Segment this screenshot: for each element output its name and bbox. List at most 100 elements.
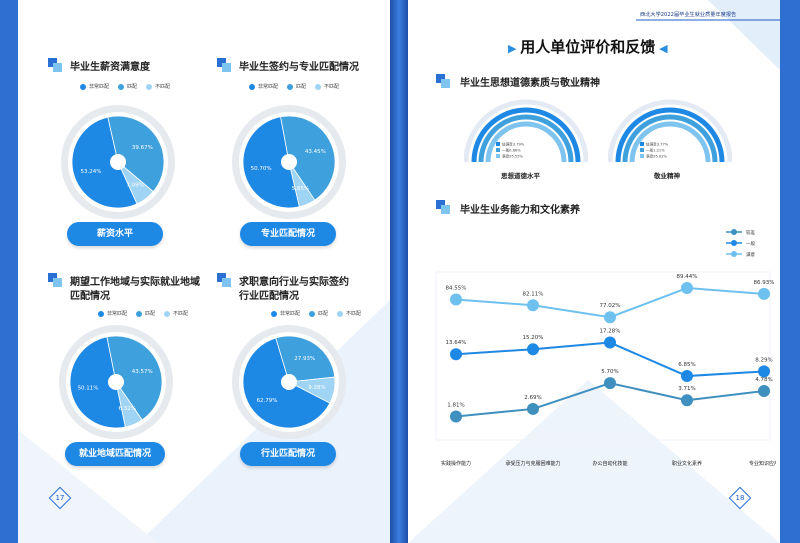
chart-title-salary: 毕业生薪资满意度 bbox=[70, 62, 150, 73]
data-label: 2.69% bbox=[524, 395, 541, 401]
data-point bbox=[758, 287, 770, 300]
gauge-arc bbox=[478, 114, 574, 163]
line-chart-ability: 84.55%82.11%77.02%89.44%86.93%13.64%15.2… bbox=[435, 229, 776, 467]
plot-frame bbox=[435, 271, 771, 441]
pie-slice bbox=[115, 381, 143, 428]
x-tick-label: 办公自动化技能 bbox=[592, 460, 627, 467]
legend-label: 一般 bbox=[746, 240, 755, 247]
pie-chart-salary: 53.24%39.67%7.09% bbox=[58, 102, 178, 222]
chart-title-signing: 毕业生签约与专业匹配情况 bbox=[239, 62, 359, 73]
pie-slice-label: 62.79% bbox=[257, 398, 278, 404]
data-point bbox=[758, 385, 770, 398]
major-match-button[interactable]: 专业匹配情况 bbox=[240, 222, 336, 246]
gauge-arc bbox=[629, 121, 711, 163]
legend-label: 匹配 bbox=[145, 311, 156, 317]
section-icon bbox=[217, 273, 231, 287]
data-label: 6.85% bbox=[678, 362, 695, 368]
data-point bbox=[450, 348, 462, 361]
pie-slice bbox=[287, 376, 336, 404]
left-page: 毕业生薪资满意度 非常匹配 匹配 不匹配 53.24%39.67%7.09% 薪… bbox=[18, 0, 390, 543]
data-label: 84.55% bbox=[446, 286, 467, 292]
pie-slice bbox=[69, 336, 126, 429]
legend-label: 不匹配 bbox=[155, 84, 171, 90]
section-icon bbox=[217, 58, 231, 72]
pie-slice-label: 5.85% bbox=[292, 186, 309, 192]
pie-slice bbox=[71, 116, 138, 209]
data-point bbox=[604, 336, 616, 349]
chart-title-region-1: 期望工作地域与实际就业地域 bbox=[70, 277, 200, 288]
gauge-background-arc bbox=[464, 99, 588, 163]
legend-label: 非常匹配 bbox=[258, 84, 279, 90]
data-label: 82.11% bbox=[523, 291, 544, 297]
legend-label: 匹配 bbox=[296, 84, 307, 90]
industry-match-button[interactable]: 行业匹配情况 bbox=[240, 442, 336, 466]
data-label: 86.93% bbox=[754, 280, 775, 286]
data-label: 1.81% bbox=[447, 402, 464, 408]
data-point bbox=[681, 370, 693, 383]
data-point bbox=[758, 365, 770, 378]
page-number-left: 17 bbox=[50, 488, 70, 508]
report-header: 西北大学2022届毕业生就业质量年度报告 bbox=[640, 12, 737, 18]
legend-signing: 非常匹配 匹配 不匹配 bbox=[249, 83, 339, 90]
page-number-right: 18 bbox=[730, 488, 750, 508]
pie-slice-label: 9.28% bbox=[308, 385, 325, 391]
legend-marker bbox=[731, 251, 737, 257]
section-icon bbox=[436, 74, 450, 88]
section-icon bbox=[48, 273, 62, 287]
pie-slice-label: 43.57% bbox=[132, 369, 153, 375]
x-tick-label: 职业文化素养 bbox=[672, 460, 702, 467]
gauge-legend-text: 一般0.66% bbox=[502, 148, 521, 153]
gauge-legend-swatch bbox=[640, 154, 644, 158]
pie-chart-signing: 50.70% 43.45% 5.85% bbox=[229, 102, 349, 222]
data-point bbox=[681, 394, 693, 407]
gauge-arc bbox=[471, 107, 581, 163]
pie-slice-label: 50.70% bbox=[251, 166, 272, 172]
data-label: 77.02% bbox=[600, 303, 621, 309]
gauge-chart-moral: 较满意3.79%一般0.66%满意95.55% bbox=[464, 99, 588, 163]
gauge-legend-text: 满意95.55% bbox=[502, 154, 523, 159]
pie-slice-label: 43.45% bbox=[305, 149, 326, 155]
legend-label: 非常匹配 bbox=[280, 311, 301, 317]
data-point bbox=[527, 402, 539, 415]
x-tick-label: 专业知识应用 bbox=[749, 460, 776, 467]
data-point bbox=[527, 299, 539, 312]
gauge-arc bbox=[485, 121, 567, 163]
salary-level-button[interactable]: 薪资水平 bbox=[67, 222, 163, 246]
gauge-legend-text: 满意95.02% bbox=[646, 154, 667, 159]
legend-label: 不匹配 bbox=[324, 84, 340, 90]
pie-chart-industry: 62.79%27.93%9.28% bbox=[229, 322, 349, 442]
data-point bbox=[604, 311, 616, 324]
pie-center-hole bbox=[110, 154, 126, 170]
pie-slice bbox=[107, 115, 165, 193]
data-point bbox=[450, 293, 462, 306]
legend-marker bbox=[731, 240, 737, 246]
legend-region: 非常匹配 匹配 不匹配 bbox=[98, 310, 188, 317]
pie-slice-label: 7.09% bbox=[126, 183, 143, 189]
legend-marker bbox=[731, 229, 737, 235]
legend-label: 匹配 bbox=[127, 84, 138, 90]
gauge-background-arc bbox=[608, 99, 732, 163]
pie-slice bbox=[275, 335, 336, 383]
legend-label: 非常匹配 bbox=[89, 84, 110, 90]
gauge-label-dedication: 敬业精神 bbox=[654, 172, 680, 180]
pie-center-hole bbox=[281, 374, 297, 390]
background-decoration bbox=[408, 0, 780, 543]
gauge-legend-swatch bbox=[640, 148, 644, 152]
region-match-button[interactable]: 就业地域匹配情况 bbox=[65, 442, 165, 466]
chart-title-industry-2: 行业匹配情况 bbox=[239, 291, 299, 302]
data-point bbox=[681, 282, 693, 295]
pie-slice-label: 39.67% bbox=[132, 145, 153, 151]
data-label: 4.78% bbox=[755, 377, 772, 383]
gauge-legend-swatch bbox=[496, 154, 500, 158]
data-label: 17.28% bbox=[600, 329, 621, 335]
gauge-legend-swatch bbox=[496, 148, 500, 152]
gauge-legend-swatch bbox=[640, 142, 644, 146]
legend-label: 非常匹配 bbox=[107, 311, 128, 317]
section-icon bbox=[48, 58, 62, 72]
right-page: 西北大学2022届毕业生就业质量年度报告 ▶ 用人单位评价和反馈 ◀ 毕业生思想… bbox=[408, 0, 780, 543]
gauge-chart-dedication: 较满意3.77%一般1.21%满意95.02% bbox=[608, 99, 732, 163]
pie-slice bbox=[288, 161, 316, 208]
gauge-legend-text: 较满意3.77% bbox=[646, 142, 669, 147]
arrow-left-icon: ◀ bbox=[655, 42, 668, 55]
data-point bbox=[604, 377, 616, 390]
